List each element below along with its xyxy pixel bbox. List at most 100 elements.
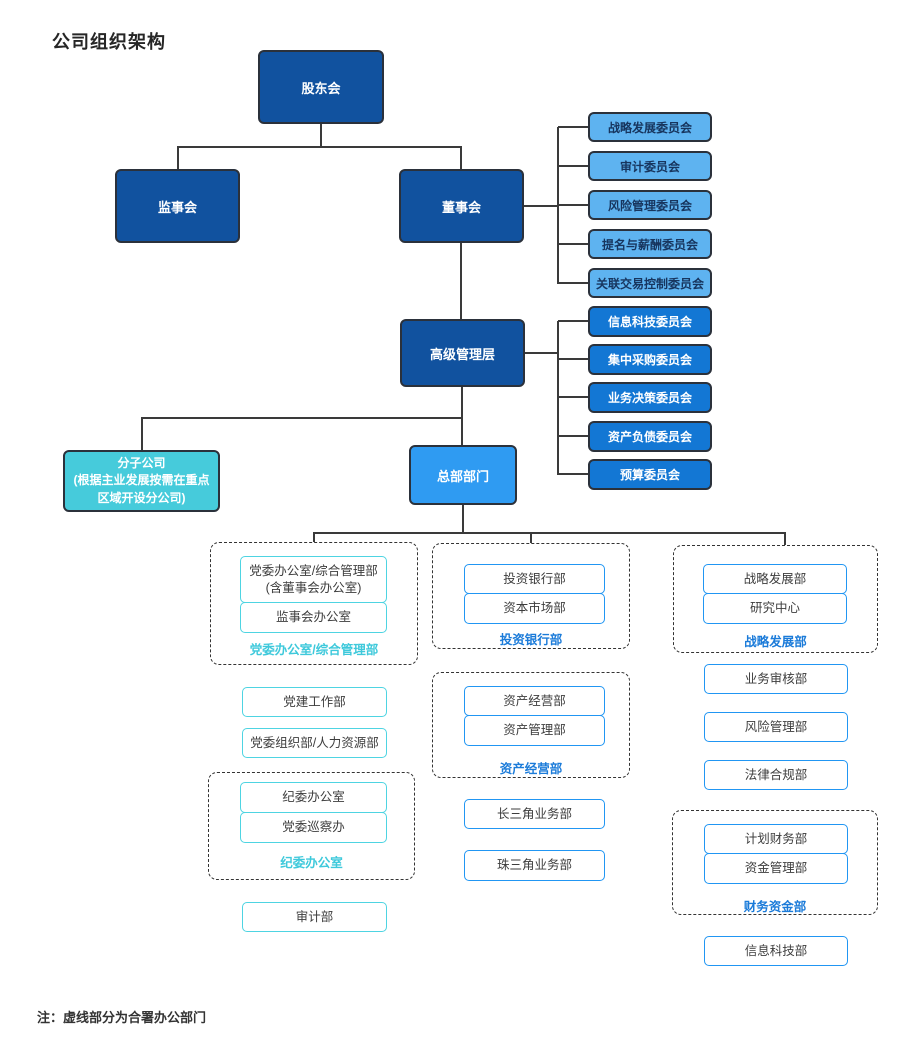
node-subsidiary-line2: (根据主业发展按需在重点 <box>73 473 210 488</box>
connector <box>141 417 463 419</box>
connector <box>558 473 588 475</box>
connector <box>557 321 559 475</box>
group-investment-banking-label: 投资银行部 <box>499 633 563 647</box>
dept-label: 战略发展部 <box>743 571 807 586</box>
dept-label: 资金管理部 <box>744 861 808 876</box>
node-board-of-directors: 董事会 <box>399 169 524 243</box>
committee-budget: 预算委员会 <box>588 459 712 490</box>
dept-discipline-office: 纪委办公室 <box>240 782 387 813</box>
group-discipline-office <box>208 772 415 880</box>
group-party-office <box>210 542 418 665</box>
dept-fund-management: 资金管理部 <box>704 853 848 884</box>
dept-party-building: 党建工作部 <box>242 687 387 717</box>
dept-label: 党委组织部/人力资源部 <box>250 735 379 750</box>
connector <box>530 532 532 543</box>
committee-label: 业务决策委员会 <box>607 391 692 405</box>
dept-label: 长三角业务部 <box>496 806 572 821</box>
group-strategic-development-label: 战略发展部 <box>744 635 807 649</box>
node-supervisory-label: 监事会 <box>157 199 197 215</box>
connector <box>461 417 463 445</box>
dept-investment-banking: 投资银行部 <box>464 564 605 594</box>
node-shareholders: 股东会 <box>258 50 384 124</box>
dept-supervisory-board-office: 监事会办公室 <box>240 602 387 633</box>
dept-label: 审计部 <box>295 909 334 924</box>
connector <box>784 532 786 545</box>
group-strategic-development <box>673 545 878 653</box>
committee-information-technology: 信息科技委员会 <box>588 306 712 337</box>
committee-label: 预算委员会 <box>619 468 680 482</box>
dept-label: (含董事会办公室) <box>265 580 362 595</box>
committee-centralized-procurement: 集中采购委员会 <box>588 344 712 375</box>
node-hq-departments: 总部部门 <box>409 445 517 505</box>
dept-label: 珠三角业务部 <box>496 858 572 873</box>
node-senior-management-label: 高级管理层 <box>429 346 495 362</box>
connector <box>558 204 588 206</box>
connector <box>177 146 179 169</box>
dept-label: 监事会办公室 <box>275 610 351 625</box>
committee-label: 集中采购委员会 <box>607 353 692 367</box>
dept-label: 资产经营部 <box>503 693 566 708</box>
dept-label: 业务审核部 <box>744 671 808 686</box>
page-title: 公司组织架构 <box>52 32 166 52</box>
node-senior-management: 高级管理层 <box>400 319 525 387</box>
connector <box>320 124 322 147</box>
committee-strategic-development: 战略发展委员会 <box>588 112 712 142</box>
group-asset-operation-label: 资产经营部 <box>499 762 563 776</box>
dept-strategic-development: 战略发展部 <box>703 564 847 594</box>
dept-risk-management: 风险管理部 <box>704 712 848 742</box>
dept-label: 纪委办公室 <box>282 790 345 805</box>
dept-planning-finance: 计划财务部 <box>704 824 848 854</box>
node-supervisory-board: 监事会 <box>115 169 240 243</box>
committee-asset-liability: 资产负债委员会 <box>588 421 712 452</box>
group-finance-treasury-label: 财务资金部 <box>743 900 807 914</box>
dept-label: 党委巡察办 <box>282 820 345 835</box>
dept-label: 资本市场部 <box>503 601 566 616</box>
connector <box>177 146 462 148</box>
connector <box>558 243 588 245</box>
connector <box>558 396 588 398</box>
dept-label: 资产管理部 <box>503 723 566 738</box>
dept-label: 信息科技部 <box>744 943 808 958</box>
group-asset-operation <box>432 672 630 778</box>
group-discipline-office-label: 纪委办公室 <box>280 856 343 870</box>
group-investment-banking <box>432 543 630 649</box>
connector <box>141 417 143 450</box>
dept-label: 党委办公室/综合管理部 <box>249 564 378 579</box>
node-board-label: 董事会 <box>441 199 481 215</box>
committee-related-transaction-control: 关联交易控制委员会 <box>588 268 712 298</box>
dept-label: 党建工作部 <box>283 694 346 709</box>
dept-label: 法律合规部 <box>744 767 808 782</box>
dept-party-office-general-mgmt: 党委办公室/综合管理部 (含董事会办公室) <box>240 556 387 603</box>
dept-party-org-hr: 党委组织部/人力资源部 <box>242 728 387 758</box>
dept-pearl-delta-business: 珠三角业务部 <box>464 850 605 881</box>
node-subsidiary-line3: 区域开设分公司) <box>97 490 186 505</box>
connector <box>462 505 464 533</box>
group-party-office-label: 党委办公室/综合管理部 <box>249 643 379 657</box>
node-hq-label: 总部部门 <box>436 468 489 484</box>
connector <box>558 358 588 360</box>
connector <box>460 146 462 169</box>
committee-business-decision: 业务决策委员会 <box>588 382 712 413</box>
group-finance-treasury <box>672 810 878 915</box>
committee-label: 提名与薪酬委员会 <box>601 237 698 252</box>
node-shareholders-label: 股东会 <box>301 80 341 96</box>
dept-asset-operation: 资产经营部 <box>464 686 605 716</box>
dept-information-technology: 信息科技部 <box>704 936 848 966</box>
dept-yangtze-delta-business: 长三角业务部 <box>464 799 605 829</box>
connector <box>558 435 588 437</box>
dept-business-review: 业务审核部 <box>704 664 848 694</box>
connector <box>314 532 785 534</box>
committee-label: 信息科技委员会 <box>607 315 692 329</box>
dept-label: 投资银行部 <box>503 571 566 586</box>
committee-label: 战略发展委员会 <box>607 120 692 135</box>
node-subsidiary: 分子公司 (根据主业发展按需在重点 区域开设分公司) <box>63 450 220 512</box>
connector <box>558 282 588 284</box>
committee-audit: 审计委员会 <box>588 151 712 181</box>
committee-risk-management: 风险管理委员会 <box>588 190 712 220</box>
connector <box>558 126 588 128</box>
connector <box>558 320 588 322</box>
dept-label: 风险管理部 <box>744 719 808 734</box>
dept-research-center: 研究中心 <box>703 593 847 624</box>
connector <box>461 387 463 418</box>
